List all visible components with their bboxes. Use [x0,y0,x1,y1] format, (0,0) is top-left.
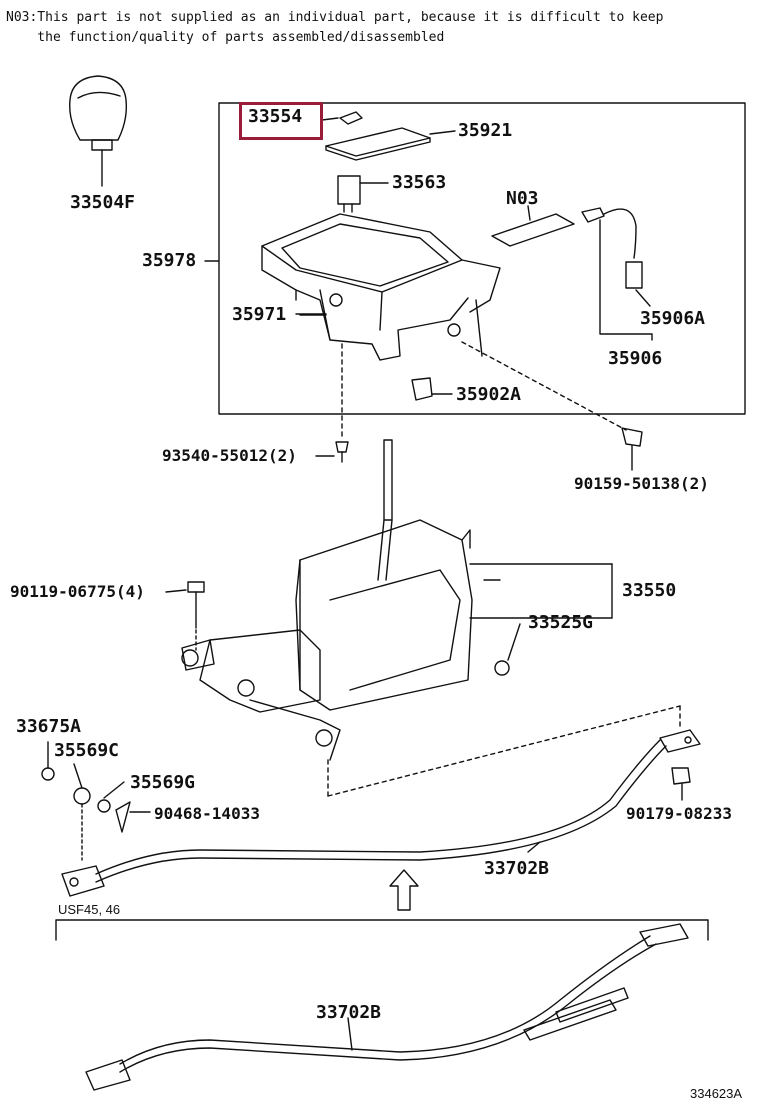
label-33504F[interactable]: 33504F [70,192,136,213]
label-90179-08233[interactable]: 90179-08233 [626,804,732,823]
assembly-group-box [218,102,746,415]
label-35921[interactable]: 35921 [458,120,513,141]
label-35569G[interactable]: 35569G [130,772,196,793]
label-90159-50138[interactable]: 90159-50138(2) [574,474,709,493]
bushing-33675A-part [41,741,55,781]
screw-90159-part [461,341,643,471]
sensor-35906-part [581,207,653,341]
cable-33702B-upper-part [61,729,701,897]
highlight-box [239,102,323,140]
note-line-2: the function/quality of parts assembled/… [6,30,445,45]
label-93540-55012[interactable]: 93540-55012(2) [162,446,297,465]
label-90119-06775[interactable]: 90119-06775(4) [10,582,145,601]
connector-33563-part [337,175,389,213]
label-33554[interactable]: 33554 [248,106,303,127]
label-90468-14033[interactable]: 90468-14033 [154,804,260,823]
nut-33525G-part [494,623,521,676]
shift-lever-33550-part [181,439,613,761]
note-n03: N03:This part is not supplied as an indi… [6,8,663,48]
shift-knob-part [69,75,128,187]
housing-35971-part [261,213,501,361]
plate-35921-part [325,127,456,161]
label-n03[interactable]: N03 [506,188,539,209]
variant-label: USF45, 46 [58,902,121,917]
label-33675A[interactable]: 33675A [16,716,82,737]
note-line-1: N03:This part is not supplied as an indi… [6,10,664,25]
clip-35902A-part [411,377,453,401]
plate-n03-part [491,205,575,247]
label-33550[interactable]: 33550 [622,580,677,601]
label-35569C[interactable]: 35569C [54,740,120,761]
label-35906[interactable]: 35906 [608,348,663,369]
label-33702B-upper[interactable]: 33702B [484,858,550,879]
figure-id: 334623A [690,1086,743,1101]
clip-35569C-part [73,763,91,861]
cable-link-dashed [327,705,681,797]
bolt-90119-part [165,581,205,651]
label-35902A[interactable]: 35902A [456,384,522,405]
label-35971[interactable]: 35971 [232,304,287,325]
variant-bracket [55,919,709,941]
label-35978[interactable]: 35978 [142,250,197,271]
nut-90179-part [671,767,691,801]
label-33525G[interactable]: 33525G [528,612,594,633]
clip-33554-part [321,111,363,125]
label-33702B-lower[interactable]: 33702B [316,1002,382,1023]
arrow-up [389,869,419,911]
pin-90468-part [115,801,151,833]
screw-93540-part [315,343,349,463]
clip-35569G-part [97,781,125,813]
cable-33702B-lower-part [85,923,689,1091]
label-33563[interactable]: 33563 [392,172,447,193]
label-35906A[interactable]: 35906A [640,308,706,329]
